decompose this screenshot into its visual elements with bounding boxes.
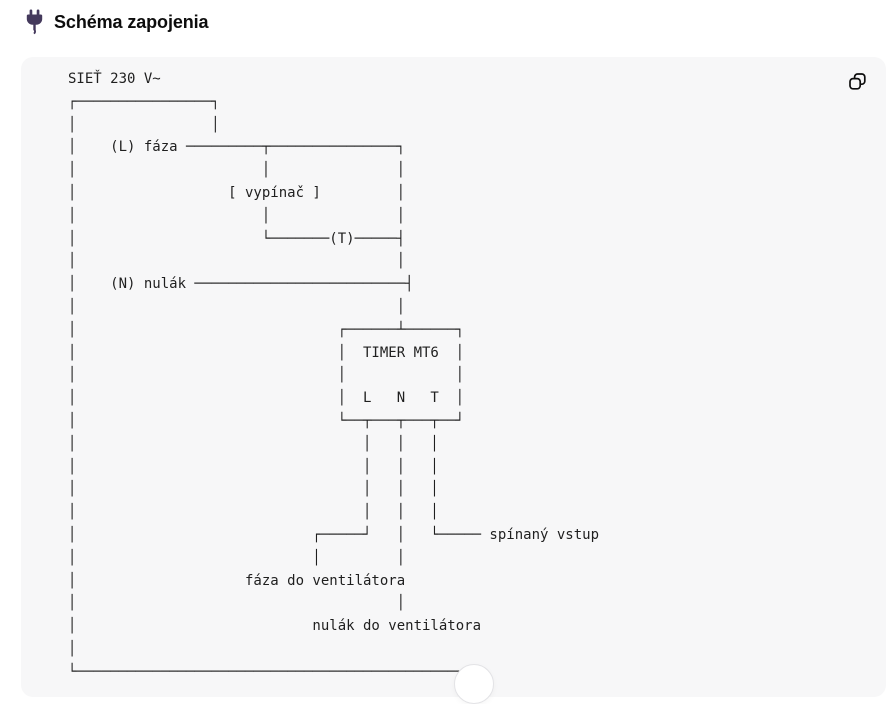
scroll-down-button[interactable] xyxy=(454,664,494,704)
copy-icon xyxy=(847,71,868,92)
page-header: Schéma zapojenia xyxy=(26,8,209,36)
wiring-diagram-ascii: SIEŤ 230 V~ ┌────────────────┐ │ │ │ (L)… xyxy=(68,71,600,680)
copy-button[interactable] xyxy=(842,66,872,96)
page-title: Schéma zapojenia xyxy=(54,11,209,32)
code-block: SIEŤ 230 V~ ┌────────────────┐ │ │ │ (L)… xyxy=(21,57,886,697)
plug-icon xyxy=(26,9,43,35)
